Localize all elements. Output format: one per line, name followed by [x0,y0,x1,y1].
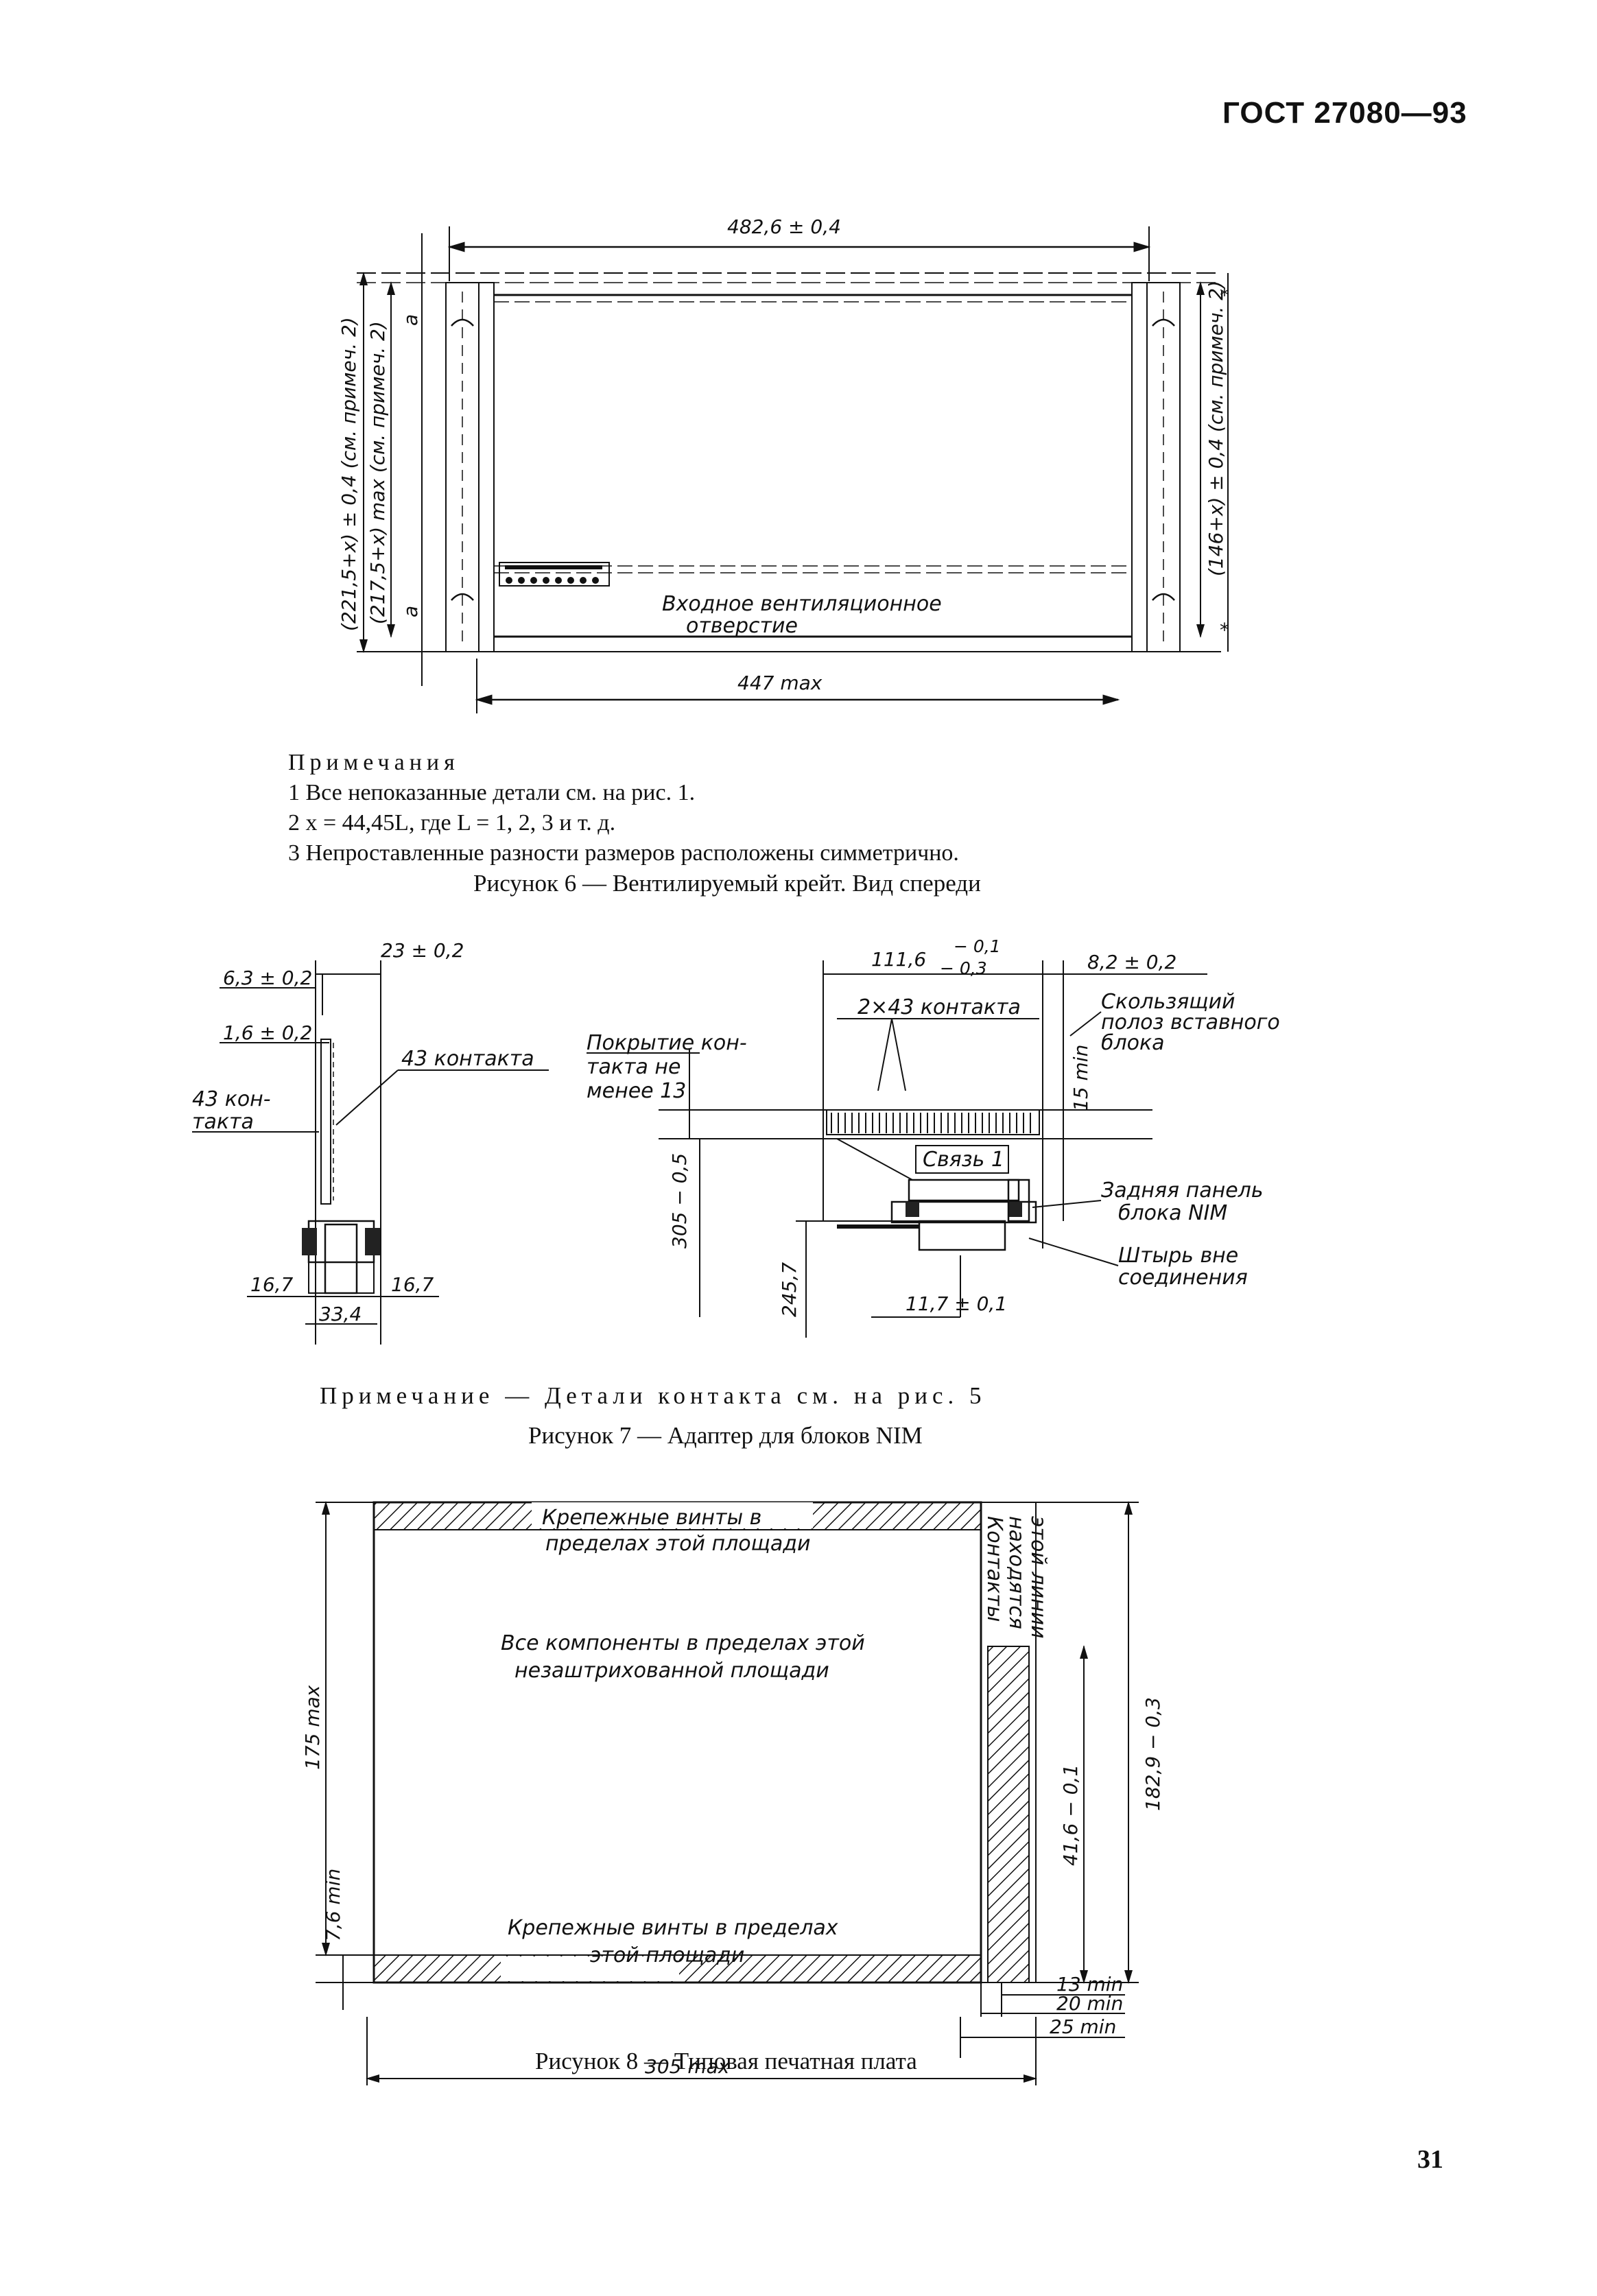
fig7-d1116-tol-top: − 0,1 [954,936,1001,956]
fig8-components-1: Все компоненты в пределах этой [501,1631,865,1655]
fig6-vent-label-2: отверстие [686,614,798,638]
fig7-d63: 6,3 ± 0,2 [223,967,312,989]
fig7-d23: 23 ± 0,2 [381,939,464,962]
fig6-a-top: a [399,314,422,326]
fig8-screws-bottom-1: Крепежные винты в пределах [508,1916,838,1940]
fig8-contacts-1: Контакты [982,1516,1006,1622]
fig7-d1116: 111,6 [871,948,926,971]
fig7-pin-2: соединения [1118,1266,1248,1290]
fig6-width-bottom: 447 max [737,672,823,694]
fig7-contacts-43-a: 43 кон- [192,1087,271,1111]
note-item-2: 2 x = 44,45L, где L = 1, 2, 3 и т. д. [288,810,616,836]
fig6-star-top: * [1220,284,1229,307]
fig6-a-bottom: a [399,606,422,617]
fig8-screws-top-2: пределах этой площади [545,1532,811,1556]
fig8-d305: 305 max [645,2055,730,2078]
fig7-d167-right: 16,7 [391,1273,434,1296]
fig7-d15: 15 min [1069,1045,1092,1111]
fig7-coating-1: Покрытие кон- [587,1031,747,1055]
standard-number: ГОСТ 27080—93 [1222,96,1467,130]
note-item-3: 3 Непроставленные разности размеров расп… [288,840,959,866]
figure-8-bottom-dims: 25 min 305 max [366,2017,1125,2085]
fig8-screws-top-1: Крепежные винты в [542,1506,761,1530]
fig7-slide-1: Скользящий [1101,990,1235,1014]
fig7-d334: 33,4 [319,1303,362,1325]
notes-title: Примечания [288,750,460,775]
fig7-contacts-2x43: 2×43 контакта [857,995,1021,1019]
fig6-left-outer: (221,5+x) ± 0,4 (см. примеч. 2) [338,317,360,631]
fig8-d416: 41,6 − 0,1 [1059,1764,1082,1866]
fig7-d305: 305 − 0,5 [668,1153,691,1248]
figure-7-note: Примечание — Детали контакта см. на рис.… [320,1382,986,1410]
fig6-width-top: 482,6 ± 0,4 [727,215,841,238]
fig7-rear-1: Задняя панель [1101,1179,1264,1203]
figure-7-drawing: 23 ± 0,2 6,3 ± 0,2 1,6 ± 0,2 43 контакта… [192,936,1280,1345]
notes-block: Примечания 1 Все непоказанные детали см.… [288,748,959,868]
fig7-d2457: 245,7 [778,1262,801,1317]
figure-8-drawing: Крепежные винты в пределах этой площади … [301,1501,1164,2017]
fig6-left-inner: (217,5+x) max (см. примеч. 2) [366,321,389,624]
figure-7-caption: Рисунок 7 — Адаптер для блоков NIM [528,1422,923,1449]
fig7-d167-left: 16,7 [250,1273,294,1296]
fig6-right-dim: (146+x) ± 0,4 (см. примеч. 2) [1205,281,1227,576]
fig8-contacts-2: находятся [1004,1516,1028,1629]
fig8-d1829: 182,9 − 0,3 [1141,1697,1164,1811]
fig8-d76: 7,6 min [322,1869,344,1941]
figure-6-caption: Рисунок 6 — Вентилируемый крейт. Вид спе… [473,870,981,897]
fig8-components-2: незаштрихованной площади [514,1659,829,1683]
fig7-d16: 1,6 ± 0,2 [223,1021,312,1044]
fig7-rear-2: блока NIM [1118,1201,1227,1225]
fig7-slide-2: полоз вставного [1101,1010,1280,1034]
fig7-coating-3: менее 13 [587,1079,686,1103]
fig8-d175: 175 max [301,1685,324,1770]
fig7-d1116-tol-bot: − 0,3 [940,958,987,978]
fig7-d117: 11,7 ± 0,1 [906,1292,1007,1315]
figure-8-caption: Рисунок 8 — Типовая печатная плата [535,2048,917,2074]
fig7-contacts-43-b: такта [192,1110,254,1134]
figure-6-drawing: 482,6 ± 0,4 Входное вентиляционное отвер… [338,215,1229,713]
fig8-d25: 25 min [1050,2017,1116,2038]
fig7-contacts-43-right: 43 контакта [401,1047,534,1071]
fig7-slide-3: блока [1101,1031,1165,1055]
fig8-contacts-3: этой линии [1026,1516,1050,1639]
fig7-pin-1: Штырь вне [1118,1244,1238,1268]
fig8-screws-bottom-2: этой площади [590,1943,744,1967]
fig8-d13: 13 min [1056,1973,1123,1996]
fig7-coating-2: такта не [587,1055,681,1079]
figure-7-note-text: Примечание — Детали контакта см. на рис.… [320,1382,986,1409]
fig6-star-bottom: * [1220,619,1229,641]
fig7-link: Связь 1 [923,1148,1004,1172]
fig6-vent-label-1: Входное вентиляционное [662,592,942,616]
fig8-d20: 20 min [1056,1992,1123,2015]
note-item-1: 1 Все непоказанные детали см. на рис. 1. [288,780,696,805]
fig7-d82: 8,2 ± 0,2 [1087,951,1176,973]
page-number: 31 [1417,2145,1443,2174]
